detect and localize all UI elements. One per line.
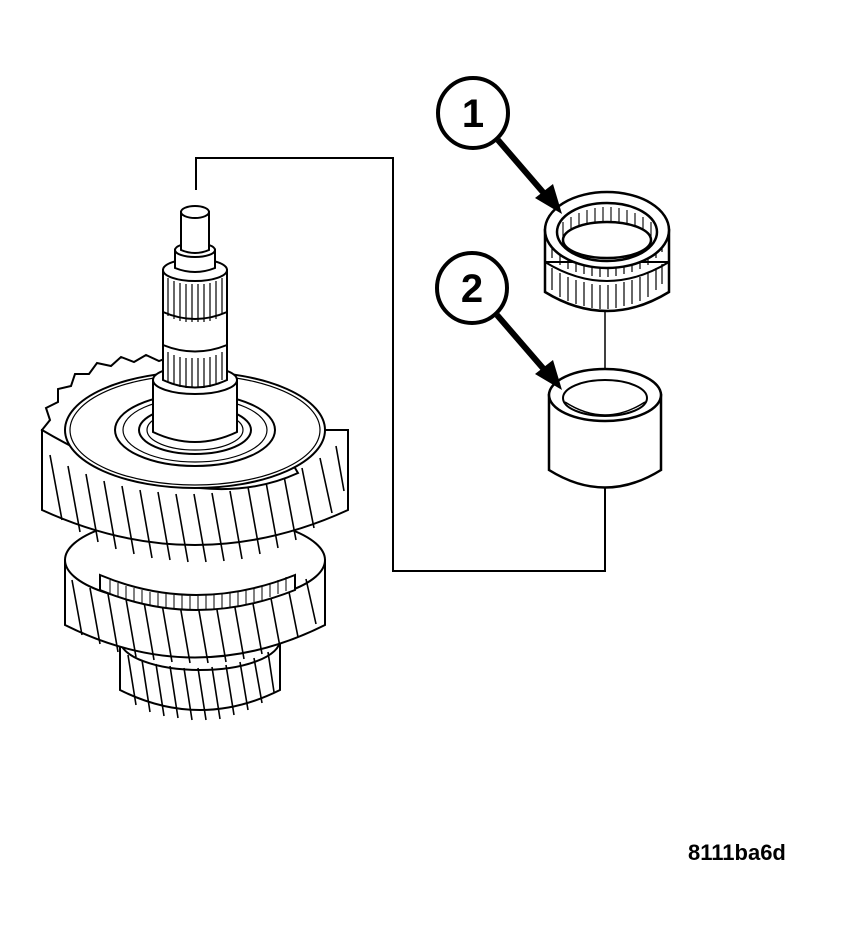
callout-1: 1 — [436, 76, 562, 214]
assembly-connector-line — [195, 157, 606, 572]
gear-cluster — [40, 205, 349, 721]
bearing-cage-pair — [543, 190, 671, 313]
callout-1-number: 1 — [462, 92, 484, 136]
callout-2-number: 2 — [461, 267, 483, 311]
callout-2: 2 — [435, 251, 562, 390]
figure-code: 8111ba6d — [688, 840, 786, 865]
countershaft — [152, 205, 238, 443]
bearing-race-sleeve — [547, 367, 663, 489]
